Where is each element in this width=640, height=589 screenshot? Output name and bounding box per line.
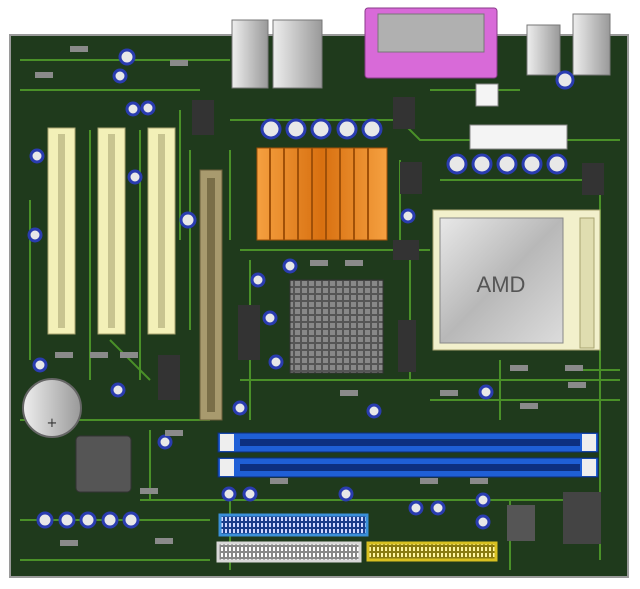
southbridge-chip xyxy=(289,279,384,374)
cpu-socket-lever xyxy=(579,217,595,349)
chip xyxy=(400,162,422,194)
ide-connector-primary xyxy=(218,513,369,537)
ide-connector-secondary xyxy=(366,541,498,562)
atx-power-connector xyxy=(469,124,568,150)
usb-port xyxy=(231,19,269,89)
parallel-port-shell xyxy=(377,13,485,53)
cpu-brand-label: AMD xyxy=(477,272,526,297)
audio-port xyxy=(526,24,561,76)
chip xyxy=(563,492,601,544)
pci-slots xyxy=(47,127,176,335)
capacitors xyxy=(27,48,575,530)
smd-components xyxy=(35,46,586,546)
chip xyxy=(582,163,604,195)
chip xyxy=(398,320,416,372)
usb-port xyxy=(272,19,323,89)
bios-chip xyxy=(75,435,132,493)
chip xyxy=(238,305,260,360)
floppy-connector xyxy=(216,541,362,563)
chip xyxy=(192,100,214,135)
battery-polarity-label: + xyxy=(47,416,58,431)
chip xyxy=(507,505,535,541)
cpu-chip xyxy=(439,217,564,344)
chip xyxy=(393,240,419,260)
cmos-battery xyxy=(22,378,82,438)
northbridge-heatsink xyxy=(256,147,388,241)
aux-power-connector xyxy=(475,83,499,107)
chip xyxy=(158,355,180,400)
ram-slots xyxy=(217,432,599,478)
chip xyxy=(393,97,415,129)
ps2-port xyxy=(572,13,611,76)
